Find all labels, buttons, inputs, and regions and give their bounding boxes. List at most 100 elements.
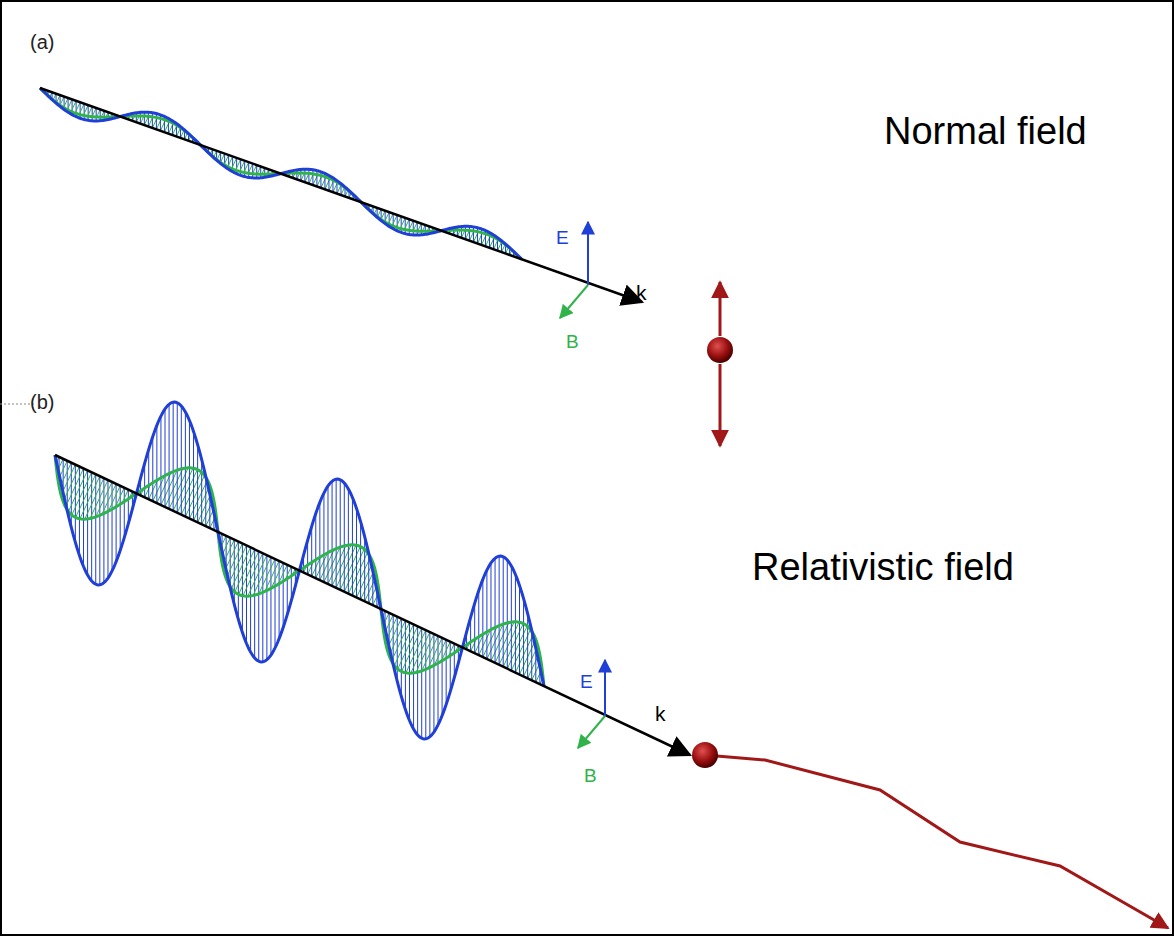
b-hatch [177,470,197,513]
e-hatch [461,226,462,237]
b-hatch [503,624,523,667]
e-hatch [185,412,186,517]
e-hatch [336,479,337,588]
e-hatch [352,498,353,596]
e-hatch [156,425,157,503]
k-axis [40,88,642,302]
e-hatch [173,402,174,511]
b-hatch [235,549,255,592]
e-label: E [556,228,569,247]
e-hatch [91,472,92,581]
e-hatch [433,634,434,732]
e-hatch [193,431,194,520]
b-hatch [388,214,393,224]
b-hatch [71,101,76,112]
e-hatch [429,632,430,737]
e-hatch [148,449,149,499]
e-hatch [92,107,93,121]
e-hatch [201,460,202,525]
b-hatch [66,468,84,506]
e-hatch [83,468,84,566]
b-hatch [85,478,104,519]
k-axis [55,455,690,755]
b-label: B [566,332,579,351]
b-hatch [226,544,242,579]
e-hatch [360,522,361,600]
e-vector [604,660,606,716]
e-hatch [523,599,524,677]
e-hatch [262,553,263,662]
e-hatch [254,549,255,658]
b-hatch [404,219,409,229]
b-hatch [63,467,79,502]
e-hatch [197,445,198,523]
b-hatch [240,161,245,172]
e-hatch [327,486,328,584]
b-hatch [80,476,100,519]
e-hatch [260,166,261,177]
b-hatch [400,218,405,229]
e-hatch [152,437,153,502]
e-label: E [580,672,593,691]
e-hatch [507,560,508,669]
b-hatch [232,158,237,169]
b-hatch [248,164,252,174]
b-hatch [507,626,527,669]
e-hatch [88,105,89,120]
e-hatch [287,565,288,615]
b-hatch [411,632,430,673]
e-hatch [438,636,439,725]
b-hatch [344,549,364,592]
e-hatch [473,227,474,242]
b-hatch [248,555,267,596]
e-hatch [312,170,313,185]
e-hatch [270,557,271,655]
e-hatch [160,416,161,505]
b-hatch [243,553,263,596]
e-hatch [252,164,253,178]
e-hatch [140,112,141,123]
e-hatch [258,551,259,661]
b-hatch [340,547,360,590]
e-hatch [256,165,257,178]
e-vector [587,222,589,285]
tick-mark [0,404,34,405]
e-hatch [527,614,528,679]
b-hatch [336,545,356,588]
e-hatch [275,559,276,648]
e-hatch [300,169,301,180]
e-hatch [165,409,166,507]
e-hatch [409,219,410,234]
e-hatch [499,556,500,665]
e-hatch [490,563,491,661]
e-hatch [421,224,422,235]
e-hatch [332,481,333,586]
b-vector [578,716,605,748]
e-hatch [250,547,251,652]
e-hatch [315,514,316,579]
e-hatch [482,579,483,657]
e-hatch [152,113,153,128]
b-hatch [396,216,401,227]
e-hatch [348,489,349,594]
b-hatch [189,480,207,518]
b-hatch [402,628,422,671]
electron [707,337,733,363]
e-hatch [469,226,470,240]
b-hatch [76,474,96,517]
e-hatch [87,470,88,575]
e-hatch [340,480,341,590]
e-hatch [177,403,178,513]
e-hatch [356,508,357,597]
b-hatch [75,102,80,113]
e-hatch [107,480,108,578]
b-hatch [515,634,533,672]
e-hatch [124,488,125,538]
b-hatch [392,215,397,226]
e-hatch [304,169,305,182]
b-hatch [406,630,426,673]
panel-title: Normal field [884,112,1087,150]
b-hatch [68,470,87,511]
e-hatch [308,169,309,183]
e-hatch [344,483,345,592]
